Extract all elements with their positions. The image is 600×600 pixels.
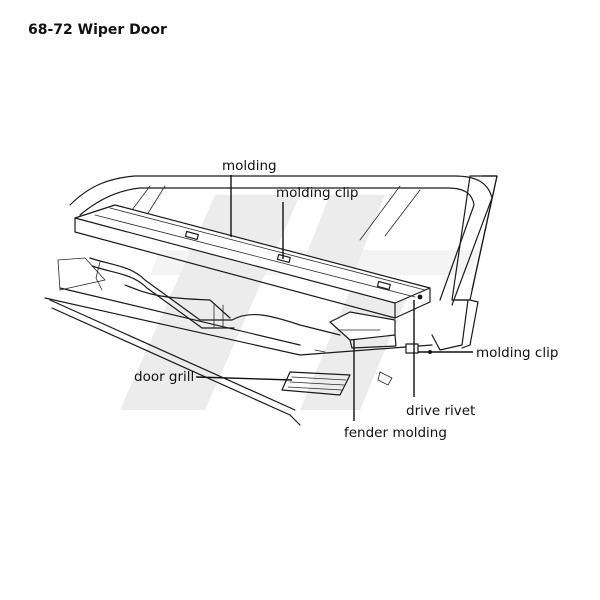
wiper-linkage	[89, 257, 341, 336]
door-grill-part	[281, 371, 351, 396]
label-fender-molding: fender molding	[344, 425, 447, 441]
label-molding-clip-top: molding clip	[276, 185, 358, 201]
label-molding-clip-right: molding clip	[476, 345, 558, 361]
label-door-grill: door grill	[134, 369, 194, 385]
label-molding: molding	[222, 158, 277, 174]
molding-part	[74, 204, 431, 319]
drive-rivet-part	[314, 343, 432, 386]
a-pillar	[431, 175, 498, 351]
page-title: 68-72 Wiper Door	[28, 22, 167, 38]
label-drive-rivet: drive rivet	[406, 403, 475, 419]
cowl-panel	[44, 257, 433, 426]
leader-lines	[195, 175, 473, 421]
fender-molding-part	[329, 311, 397, 349]
